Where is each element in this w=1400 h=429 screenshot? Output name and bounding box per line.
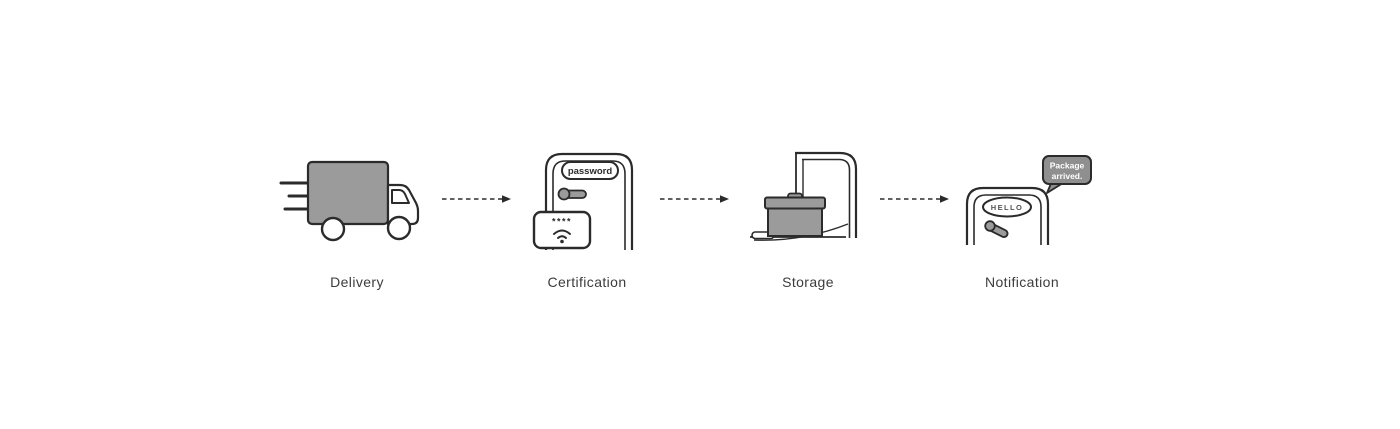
- locker-frame-outer: [795, 151, 858, 238]
- door-handle: [984, 220, 1009, 238]
- bubble-text-line1: Package: [1050, 161, 1085, 171]
- hello-sign: HELLO: [982, 196, 1032, 218]
- locker-frame-inner: [802, 158, 851, 238]
- dashed-arrow-3: [879, 192, 951, 210]
- smart-lock-phone-icon: password ****: [532, 152, 634, 250]
- auth-phone: ****: [532, 210, 592, 250]
- delivery-stage: [278, 158, 428, 263]
- arrow-icon: [442, 195, 511, 203]
- notification-stage: HELLO Package arrived.: [955, 152, 1095, 262]
- notification-bubble: Package arrived.: [1042, 155, 1092, 194]
- certification-stage: password ****: [532, 150, 642, 265]
- bubble-text-line2: arrived.: [1052, 171, 1083, 181]
- wifi-dot: [560, 239, 564, 244]
- package-lid: [764, 196, 826, 210]
- stage-label-certification: Certification: [547, 274, 627, 290]
- passcode-text: ****: [552, 217, 572, 227]
- dashed-arrow-1: [441, 192, 513, 210]
- locker-package-icon: [750, 151, 858, 241]
- dashed-arrow-2: [659, 192, 731, 210]
- cargo-box: [306, 160, 390, 226]
- wifi-icon: [553, 229, 571, 239]
- hello-text: HELLO: [991, 203, 1023, 212]
- front-wheel: [386, 215, 412, 241]
- door-notification-icon: HELLO Package arrived.: [965, 155, 1092, 245]
- arrow-icon: [660, 195, 729, 203]
- arrow-icon: [880, 195, 949, 203]
- delivery-truck-icon: [279, 160, 420, 242]
- bubble-body: [1042, 155, 1092, 185]
- rear-wheel: [320, 216, 346, 242]
- password-text: password: [568, 166, 613, 177]
- stage-label-delivery: Delivery: [330, 274, 384, 290]
- door-frame-inner: [973, 194, 1042, 245]
- stage-label-notification: Notification: [984, 274, 1060, 290]
- door-handle: [557, 187, 571, 201]
- stage-label-storage: Storage: [782, 274, 834, 290]
- package-body: [767, 206, 823, 237]
- storage-stage: [750, 150, 862, 255]
- package-box: [764, 192, 826, 237]
- password-pill: password: [561, 161, 619, 180]
- cab-window: [391, 189, 410, 204]
